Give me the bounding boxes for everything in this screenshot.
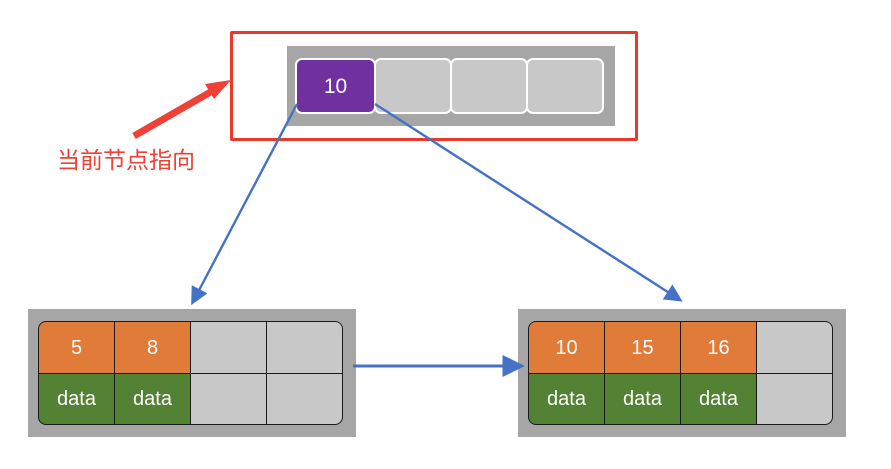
leaf-left-slot-0[interactable]: 5 data <box>38 321 115 425</box>
root-slot-0[interactable]: 10 <box>295 58 376 114</box>
leaf-right-slot-2[interactable]: 16 data <box>680 321 757 425</box>
leaf-right-slot-1-data: data <box>604 373 681 425</box>
leaf-right-slot-2-data: data <box>680 373 757 425</box>
leaf-left-slot-1-key: 8 <box>114 321 191 373</box>
leaf-right-slot-2-key-label: 16 <box>707 336 730 359</box>
leaf-left-slot-2-data <box>190 373 267 425</box>
leaf-node-left[interactable]: 5 data 8 data <box>28 309 356 437</box>
root-slot-3[interactable] <box>526 58 604 114</box>
root-slot-1[interactable] <box>374 58 452 114</box>
leaf-left-slot-1-data: data <box>114 373 191 425</box>
leaf-left-slot-0-data: data <box>38 373 115 425</box>
leaf-left-cells-row: 5 data 8 data <box>38 321 343 425</box>
root-cells-row: 10 <box>295 58 604 114</box>
leaf-right-slot-3-data <box>756 373 833 425</box>
leaf-right-slot-1-data-label: data <box>623 388 662 410</box>
leaf-right-slot-3-key <box>756 321 833 373</box>
leaf-left-slot-1[interactable]: 8 data <box>114 321 191 425</box>
leaf-right-slot-0-key-label: 10 <box>555 336 578 359</box>
leaf-right-slot-1-key-label: 15 <box>631 336 654 359</box>
leaf-left-slot-3-key <box>266 321 343 373</box>
leaf-right-slot-0[interactable]: 10 data <box>528 321 605 425</box>
red-annotation-arrow <box>132 80 231 140</box>
leaf-left-slot-0-data-label: data <box>57 388 96 410</box>
leaf-node-right[interactable]: 10 data 15 data 16 data <box>518 309 846 437</box>
leaf-left-slot-1-data-label: data <box>133 388 172 410</box>
leaf-right-slot-0-key: 10 <box>528 321 605 373</box>
leaf-right-slot-3[interactable] <box>756 321 833 425</box>
leaf-left-slot-3[interactable] <box>266 321 343 425</box>
annotation-label: 当前节点指向 <box>57 148 195 174</box>
leaf-left-slot-2-key <box>190 321 267 373</box>
leaf-right-slot-0-data-label: data <box>547 388 586 410</box>
leaf-left-slot-2[interactable] <box>190 321 267 425</box>
leaf-right-slot-2-key: 16 <box>680 321 757 373</box>
leaf-right-cells-row: 10 data 15 data 16 data <box>528 321 833 425</box>
leaf-left-slot-0-key-label: 5 <box>70 336 83 359</box>
leaf-right-slot-1-key: 15 <box>604 321 681 373</box>
leaf-right-slot-2-data-label: data <box>699 388 738 410</box>
leaf-right-slot-0-data: data <box>528 373 605 425</box>
leaf-left-slot-3-data <box>266 373 343 425</box>
root-slot-2[interactable] <box>450 58 528 114</box>
leaf-right-slot-1[interactable]: 15 data <box>604 321 681 425</box>
leaf-left-slot-1-key-label: 8 <box>146 336 159 359</box>
leaf-left-slot-0-key: 5 <box>38 321 115 373</box>
root-node[interactable]: 10 <box>287 46 615 126</box>
root-slot-0-label: 10 <box>323 74 348 98</box>
